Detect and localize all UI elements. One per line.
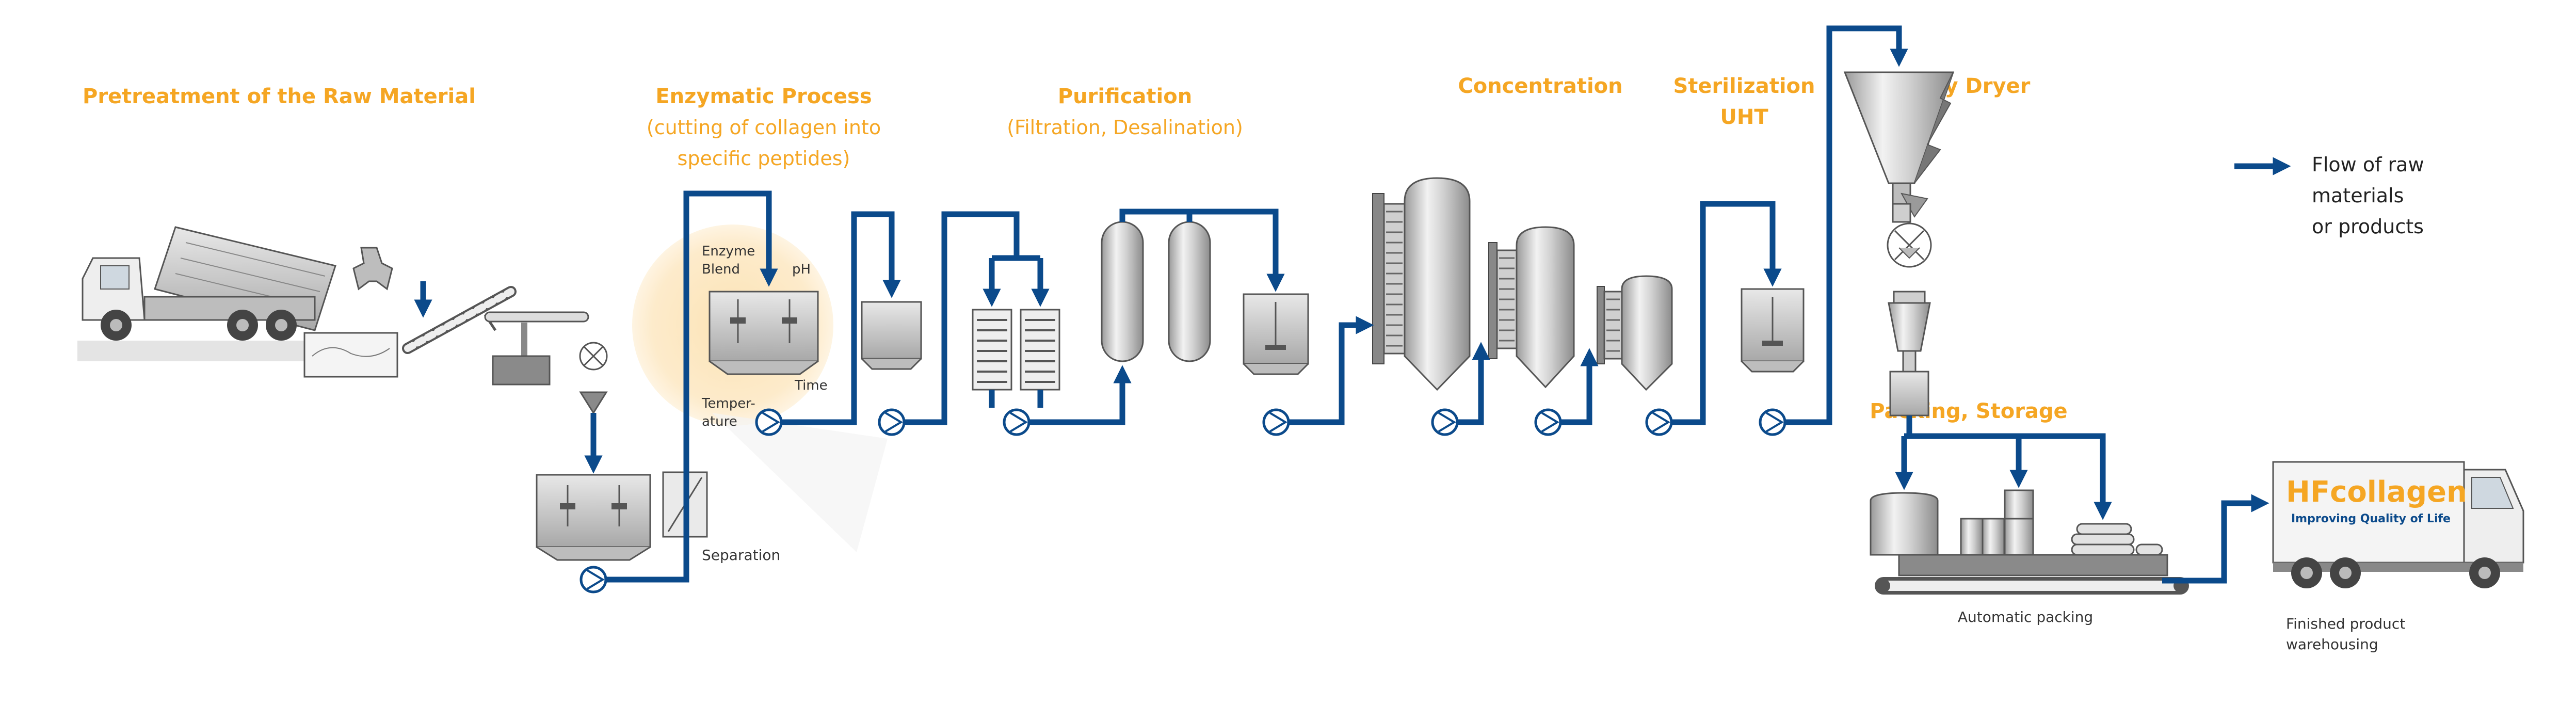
raw-material-bin-icon	[303, 332, 398, 378]
pump-icon	[756, 410, 781, 435]
stage-title-sterilization: Sterilization	[1673, 74, 1815, 98]
pump-icon	[581, 567, 606, 592]
flow-arrow	[1904, 433, 2112, 520]
rotary-valve-icon	[579, 342, 608, 414]
stage-subtitle-purification: (Filtration, Desalination)	[1007, 116, 1243, 139]
flow-arrow	[606, 190, 778, 583]
pump-icon	[1760, 410, 1785, 435]
flow-arrow	[1671, 201, 1782, 425]
powder-hopper-icon	[1888, 291, 1931, 416]
pump-icon	[1536, 410, 1560, 435]
stage-title-uht: UHT	[1720, 105, 1768, 129]
label-temperature-1: Temper-	[701, 396, 755, 411]
flow-arrow	[781, 211, 901, 425]
pump-icon	[1264, 410, 1289, 435]
evaporator-3-icon	[1597, 275, 1673, 391]
label-ph: pH	[792, 262, 811, 277]
legend-line-3: or products	[2312, 215, 2424, 238]
label-finished-2: warehousing	[2286, 636, 2378, 653]
legend-line-2: materials	[2312, 184, 2404, 207]
holding-tank-icon	[861, 301, 922, 370]
label-temperature-2: ature	[702, 414, 737, 429]
legend: Flow of raw materials or products	[2234, 153, 2424, 238]
flow-arrow	[1029, 365, 1132, 425]
pretreatment-reactor-icon	[536, 474, 651, 561]
grab-bucket-icon	[352, 247, 393, 291]
legend-line-1: Flow of raw	[2312, 153, 2424, 176]
pump-icon	[879, 410, 904, 435]
stage-subtitle-enzymatic-2: specific peptides)	[678, 147, 850, 170]
label-enzyme-blend-1: Enzyme	[702, 244, 755, 259]
evaporator-1-icon	[1372, 177, 1471, 391]
packing-line-icon	[1870, 489, 2189, 595]
cyclone-valve-icon	[1887, 222, 1932, 268]
label-automatic-packing: Automatic packing	[1958, 608, 2093, 626]
flow-arrow	[1785, 25, 1908, 425]
conveyor-icon	[402, 286, 589, 386]
highlight-beam	[712, 413, 888, 552]
uht-tank-icon	[1741, 288, 1805, 373]
stage-subtitle-enzymatic-1: (cutting of collagen into	[647, 116, 881, 139]
stage-title-enzymatic: Enzymatic Process	[655, 85, 872, 108]
stage-title-pretreatment: Pretreatment of the Raw Material	[83, 85, 476, 108]
flow-arrow	[1560, 348, 1599, 425]
stage-title-concentration: Concentration	[1458, 74, 1622, 98]
flow-lines	[606, 25, 2269, 584]
desalination-column-icon	[1101, 221, 1211, 362]
pump-icon	[1432, 410, 1457, 435]
pump-icon	[1647, 410, 1671, 435]
flow-arrow	[1457, 342, 1490, 425]
label-enzyme-blend-2: Blend	[702, 262, 740, 277]
enzymatic-reactor-icon	[709, 291, 819, 375]
evaporator-2-icon	[1488, 226, 1575, 389]
filter-unit-icon	[972, 309, 1060, 391]
flow-arrow	[2162, 494, 2269, 584]
pump-icon	[1004, 410, 1029, 435]
flow-line	[904, 211, 1020, 425]
stage-title-purification: Purification	[1058, 85, 1192, 108]
truck-brand: HFcollagen	[2286, 475, 2467, 509]
spray-dryer-icon	[1843, 71, 1955, 223]
delivery-truck-icon: HFcollagen Improving Quality of Life	[2272, 461, 2524, 588]
label-finished-1: Finished product	[2286, 615, 2405, 632]
flow-arrow	[1189, 209, 1285, 292]
flow-line	[1119, 209, 1193, 222]
label-time: Time	[794, 378, 828, 393]
label-separation: Separation	[702, 547, 780, 564]
flow-arrow	[1289, 316, 1374, 425]
truck-tagline: Improving Quality of Life	[2291, 512, 2451, 525]
buffer-tank-icon	[1243, 293, 1309, 375]
